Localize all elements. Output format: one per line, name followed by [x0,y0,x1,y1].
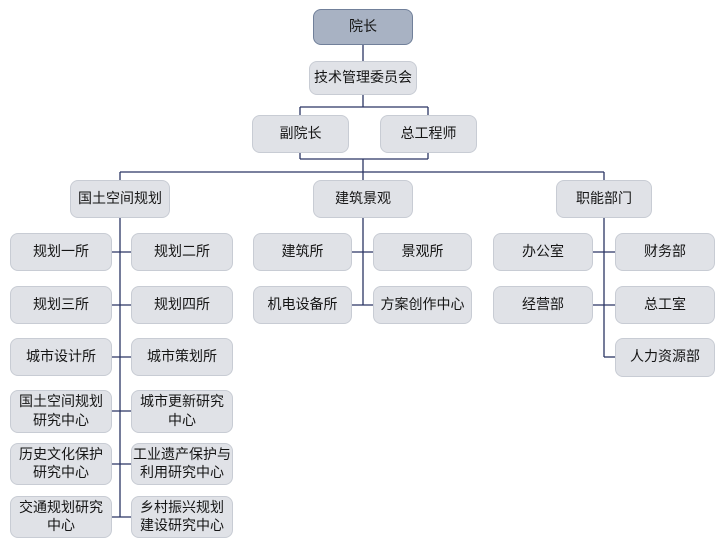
node-finance-department: 财务部 [615,233,715,271]
node-planning-office-3: 规划三所 [10,286,112,324]
node-chief-engineer: 总工程师 [380,115,477,153]
node-planning-office-1: 规划一所 [10,233,112,271]
node-landscape-office: 景观所 [373,233,472,271]
node-transport-planning-center: 交通规划研究 中心 [10,496,112,538]
node-tech-committee: 技术管理委员会 [309,61,417,95]
node-architecture-office: 建筑所 [253,233,352,271]
node-rural-revitalization-center: 乡村振兴规划 建设研究中心 [131,496,233,538]
node-spatial-planning-research-center: 国土空间规划 研究中心 [10,390,112,433]
node-mep-office: 机电设备所 [253,286,352,324]
node-urban-renewal-research-center: 城市更新研究 中心 [131,390,233,433]
node-general-office: 办公室 [493,233,593,271]
node-planning-office-4: 规划四所 [131,286,233,324]
node-planning-office-2: 规划二所 [131,233,233,271]
node-president: 院长 [313,9,413,45]
node-vice-president: 副院长 [252,115,349,153]
node-scheme-creation-center: 方案创作中心 [373,286,472,324]
node-historic-culture-protection-center: 历史文化保护 研究中心 [10,443,112,485]
node-urban-design-office: 城市设计所 [10,338,112,376]
branch-functional-departments: 职能部门 [556,180,652,218]
node-urban-strategy-office: 城市策划所 [131,338,233,376]
branch-spatial-planning: 国土空间规划 [70,180,170,218]
node-industrial-heritage-center: 工业遗产保护与 利用研究中心 [131,443,233,485]
node-hr-department: 人力资源部 [615,338,715,377]
branch-architecture-landscape: 建筑景观 [313,180,413,218]
node-operations-department: 经营部 [493,286,593,324]
node-chief-engineer-office: 总工室 [615,286,715,324]
